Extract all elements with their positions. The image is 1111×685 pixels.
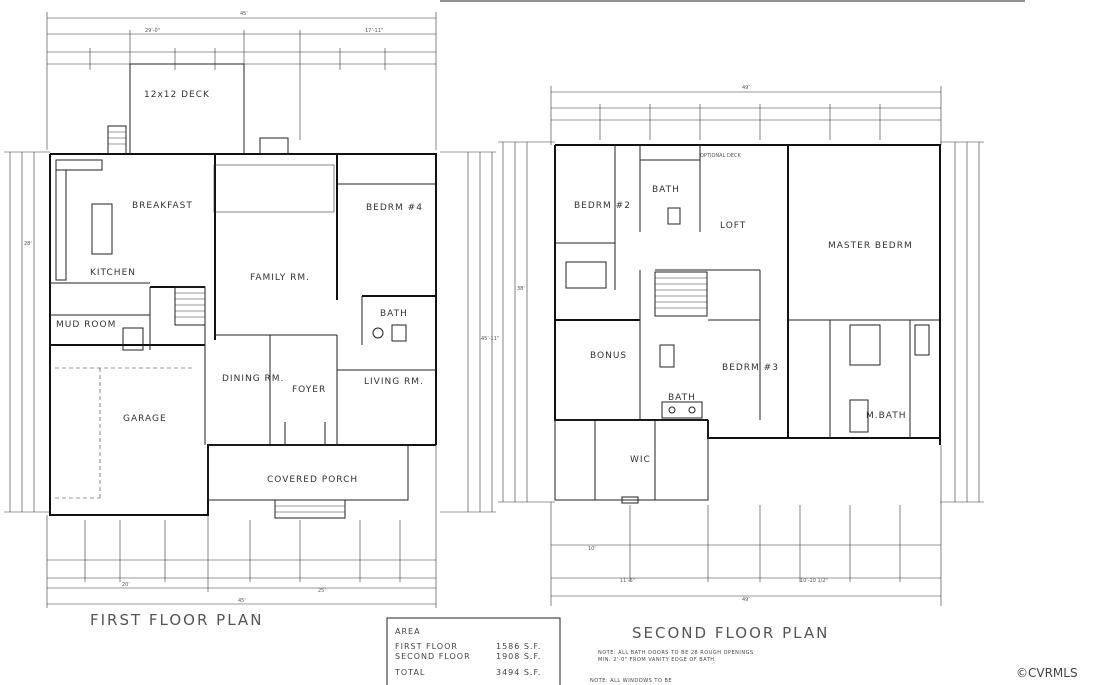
master-toilet: [914, 324, 930, 356]
sf-left-overall-dim: 38': [517, 286, 525, 292]
kitchen-counter-side: [55, 169, 67, 281]
covered-porch-label: COVERED PORCH: [267, 475, 358, 485]
note-windows: NOTE: ALL WINDOWS TO BE: [590, 678, 672, 684]
porch-outline: [207, 444, 409, 501]
porch-steps: [274, 499, 346, 519]
deck-stairs: [107, 125, 127, 155]
ff-top-b-dim: 17'-11": [365, 28, 383, 34]
ff-bottom-a-dim: 20': [122, 582, 130, 588]
area-heading: AREA: [395, 627, 421, 636]
area-row-value: 3494 S.F.: [496, 668, 541, 677]
loft-label: LOFT: [720, 221, 746, 231]
sf-top-overall-dim: 49': [742, 85, 750, 91]
area-row-value: 1586 S.F.: [496, 642, 541, 651]
bedroom3-label: BEDRM #3: [722, 363, 779, 373]
note-vanity: MIN. 2'-0" FROM VANITY EDGE OF BATH: [598, 657, 715, 663]
living-room-label: LIVING RM.: [364, 377, 424, 387]
sf-mid-bath-label: BATH: [668, 393, 696, 403]
area-row-label: FIRST FLOOR: [395, 642, 458, 651]
ff-bottom-b-dim: 25': [318, 588, 326, 594]
ff-top-a-dim: 29'-0": [145, 28, 160, 34]
bonus-label: BONUS: [590, 351, 627, 361]
area-table: AREA FIRST FLOOR 1586 S.F. SECOND FLOOR …: [386, 617, 561, 685]
note-bath-doors: NOTE: ALL BATH DOORS TO BE 28 ROUGH OPEN…: [598, 650, 754, 656]
sf-mid-bath-toilet: [659, 344, 675, 368]
ff-top-overall-dim: 45': [240, 11, 248, 17]
ff-vanity: [391, 324, 407, 342]
ff-bath-label: BATH: [380, 309, 408, 319]
kitchen-label: KITCHEN: [90, 268, 136, 278]
family-room-label: FAMILY RM.: [250, 273, 310, 283]
master-shower: [849, 324, 881, 366]
sf-bottom-overall-dim: 49': [742, 597, 750, 603]
first-floor-plan: 45' 29'-0" 17'-11" 28' 45'-11" 1: [4, 11, 499, 629]
breakfast-label: BREAKFAST: [132, 201, 193, 211]
sf-mid-bath-vanity: [661, 401, 703, 419]
second-floor-walls: [554, 144, 941, 501]
second-floor-title: SECOND FLOOR PLAN: [632, 624, 829, 642]
second-floor-side-dimensions: 38': [498, 141, 984, 503]
second-floor-plan: 49' 38': [498, 85, 984, 642]
second-floor-bottom-dimensions: 10' 11'-6" 10'-10 1/2" 49': [550, 445, 942, 606]
bedroom4-label: BEDRM #4: [366, 203, 423, 213]
sf-top-bath-label: BATH: [652, 185, 680, 195]
first-floor-side-dimensions: 28' 45'-11": [4, 151, 499, 513]
ff-toilet: [372, 327, 384, 339]
watermark: ©CVRMLS: [1016, 666, 1078, 680]
second-floor-top-dimensions: 49': [550, 85, 942, 145]
sf-bottom-b-dim: 11'-6": [620, 578, 635, 584]
kitchen-island: [91, 203, 113, 255]
sf-bottom-window: [621, 496, 639, 504]
sf-bottom-a-dim: 10': [588, 546, 596, 552]
second-floor-stairs: [565, 261, 708, 317]
ff-bottom-overall-dim: 45': [238, 598, 246, 604]
mud-room-label: MUD ROOM: [56, 320, 116, 330]
area-row-value: 1908 S.F.: [496, 652, 541, 661]
fireplace: [259, 137, 289, 155]
first-floor-title: FIRST FLOOR PLAN: [90, 611, 263, 629]
garage-label: GARAGE: [123, 414, 167, 424]
master-tub: [849, 399, 869, 433]
master-bath-label: M.BATH: [866, 411, 907, 421]
wic-label: WIC: [630, 455, 651, 465]
first-floor-stairs: [122, 286, 206, 351]
ff-left-overall-dim: 28': [24, 241, 32, 247]
ff-right-overall-dim: 45'-11": [481, 336, 499, 342]
bedroom2-label: BEDRM #2: [574, 201, 631, 211]
sf-bottom-c-dim: 10'-10 1/2": [800, 578, 828, 584]
deck-outline: [129, 63, 245, 155]
dining-room-label: DINING RM.: [222, 374, 284, 384]
foyer-label: FOYER: [292, 385, 326, 395]
first-floor-top-dimensions: 45' 29'-0" 17'-11": [46, 11, 437, 150]
kitchen-counter: [55, 159, 103, 171]
first-floor-bottom-dimensions: 20' 25' 45': [46, 445, 437, 608]
deck-label: 12x12 DECK: [144, 90, 210, 100]
area-row-label: TOTAL: [394, 668, 425, 677]
area-row-label: SECOND FLOOR: [395, 652, 471, 661]
optional-deck-label: OPTIONAL DECK: [700, 153, 741, 159]
master-bedroom-label: MASTER BEDRM: [828, 241, 913, 251]
sf-top-bath-toilet: [667, 207, 681, 225]
family-room-ceiling-outline: [213, 164, 335, 213]
